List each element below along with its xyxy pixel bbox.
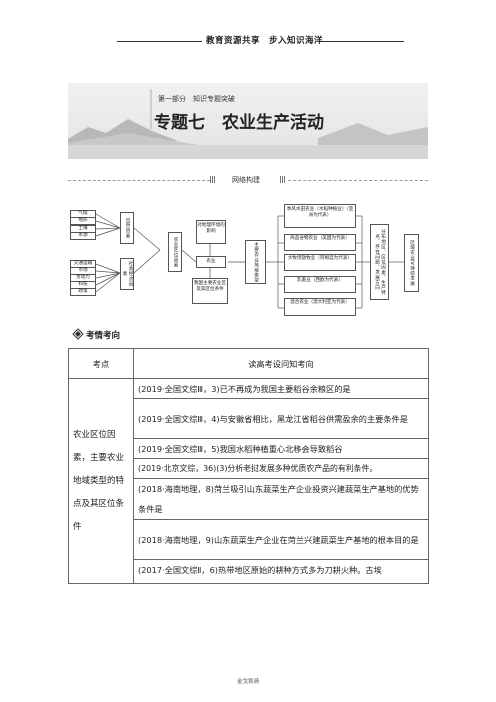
footer-text: 金戈铁骑 xyxy=(236,679,259,685)
section-diamond-icon xyxy=(72,328,84,340)
agri-types-box: 主要农业地域类型 xyxy=(245,240,266,284)
china-agri-regions-box: 我国主要农业区及其区位条件 xyxy=(192,278,228,304)
network-connectors xyxy=(95,213,404,309)
location-factors-box: 农业区位因素 xyxy=(168,232,182,272)
section-title: 考情考向 xyxy=(86,331,121,341)
type-ranching: 大牧场放牧业（阿根廷为代表） xyxy=(284,254,356,271)
question-row: (2018·海南地理，9)山东蔬菜生产企业在菏兰兴建蔬菜生产基地的根本目的是 xyxy=(133,519,429,560)
factor-terrain: 地形 xyxy=(70,217,96,225)
type-monsoon-rice: 季风水田农业（水稻种植业）（亚洲为代表） xyxy=(284,204,356,228)
agriculture-box: 农业 xyxy=(196,256,226,268)
header-rule-right xyxy=(318,41,404,42)
question-row: (2017·全国文综Ⅱ，6)热带地区原始的耕种方式多为刀耕火种。古埃 xyxy=(133,559,429,584)
table-header-topic: 考点 xyxy=(68,348,134,379)
network-heading: 网络构建 xyxy=(232,176,260,184)
header-text: 教育资源共享 步入知识海洋 xyxy=(206,36,324,46)
network-rule-right xyxy=(288,180,428,181)
network-rule-left xyxy=(68,180,210,181)
banner xyxy=(68,83,428,159)
question-row: (2019·全国文综Ⅲ，5)我国水稻种植重心北移会导致稻谷 xyxy=(133,438,429,459)
exam-trend-table: 考点 读高考设问知考向 农业区位因素，主要农业地域类型的特点及其区位条件 (20… xyxy=(68,348,429,584)
table-header-questions: 读高考设问知考向 xyxy=(133,348,429,379)
network-stripe-right xyxy=(280,176,286,183)
header-rule-left xyxy=(117,41,202,42)
sustainable-development-box: 区域农业可持续发展 xyxy=(404,234,419,292)
factor-water: 水源 xyxy=(70,232,96,240)
question-row: (2019·北京文综，36)(3)分析老挝发展多种优质农产品的有利条件。 xyxy=(133,458,429,479)
features-box: 分布地区、区位因素、生产特点、存在问题、发展方向 xyxy=(370,224,389,300)
environment-impact-box: 对地理环境的影响 xyxy=(196,220,226,244)
type-dairy: 乳畜业（西欧为代表） xyxy=(284,276,356,293)
type-commercial-grain: 商品谷物农业（美国为代表） xyxy=(284,234,356,251)
banner-part-label: 第一部分 知识专题突破 xyxy=(158,95,235,103)
question-row: (2019·全国文综Ⅲ，3)已不再成为我国主要稻谷余粮区的是 xyxy=(133,378,429,399)
network-stripe-left xyxy=(210,176,216,183)
banner-title: 专题七 农业生产活动 xyxy=(154,113,324,133)
topic-cell: 农业区位因素，主要农业地域类型的特点及其区位条件 xyxy=(68,378,134,584)
question-row: (2019·全国文综Ⅲ，4)与安徽省相比，黑龙江省稻谷供需盈余的主要条件是 xyxy=(133,398,429,439)
factor-policy: 政策 xyxy=(70,288,96,296)
banner-mountain-image xyxy=(68,89,428,159)
natural-factors-group: 自然因素 xyxy=(120,212,134,244)
type-mixed: 混合农业（澳大利亚为代表） xyxy=(284,298,356,316)
question-row: (2018·海南地理，8)菏兰吸引山东蔬菜生产企业投资兴建蔬菜生产基地的优势条件… xyxy=(133,478,429,520)
social-factors-group: 社会经济因素 xyxy=(120,258,134,290)
